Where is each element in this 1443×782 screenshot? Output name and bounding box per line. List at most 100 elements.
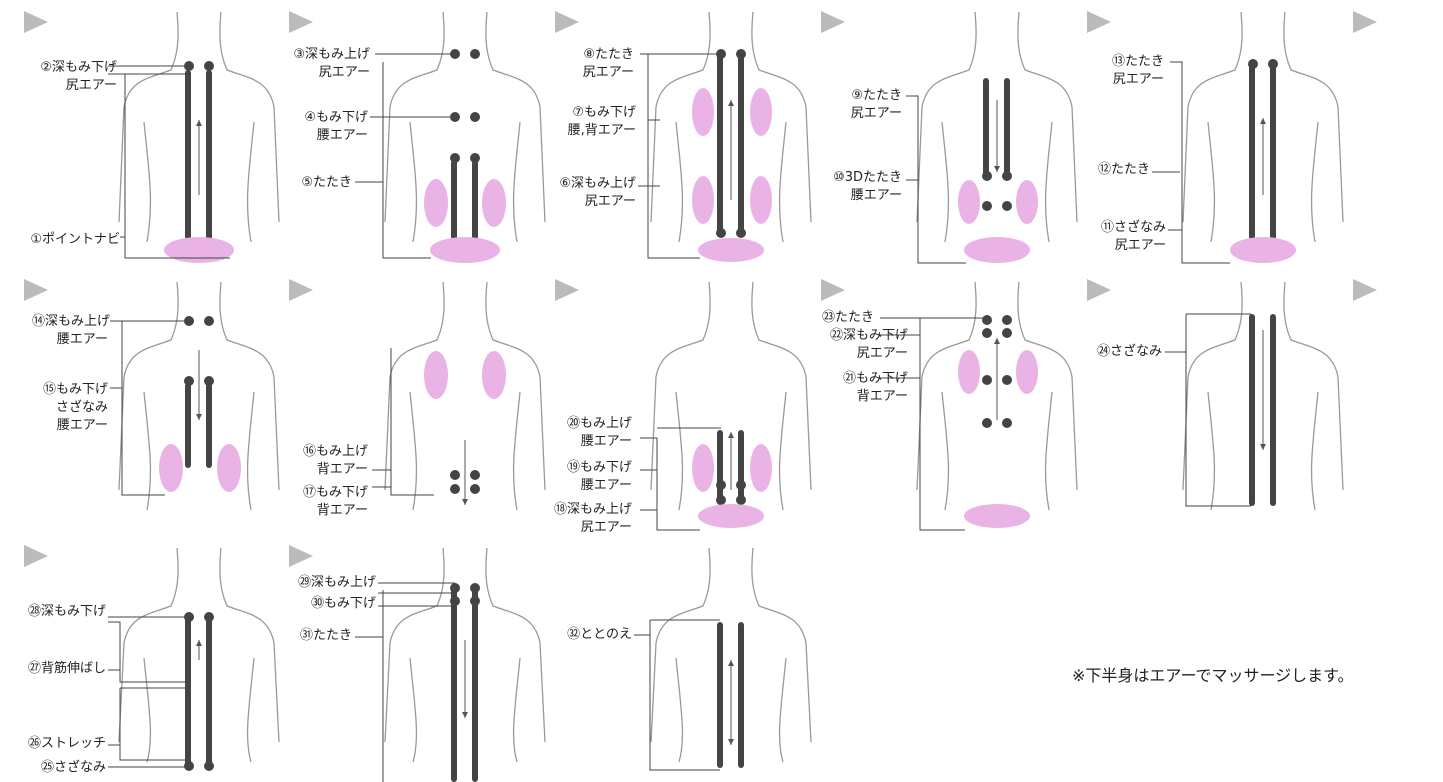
p7-dots bbox=[470, 484, 480, 494]
step-arrow-icon bbox=[1353, 279, 1377, 301]
step-arrow-icon bbox=[1353, 11, 1377, 33]
step-arrow-icon bbox=[555, 279, 579, 301]
p7-dots bbox=[450, 470, 460, 480]
p9-dots bbox=[982, 418, 992, 428]
p2-dots bbox=[470, 112, 480, 122]
p4-air bbox=[958, 180, 980, 224]
p12-right-roller bbox=[472, 588, 478, 782]
step-arrow-icon bbox=[821, 11, 845, 33]
p8-air bbox=[750, 444, 772, 492]
step-arrow-icon bbox=[1087, 11, 1111, 33]
step-arrow-icon bbox=[24, 279, 48, 301]
leader-line bbox=[108, 622, 188, 682]
step-label-p5b: 尻エアー bbox=[1086, 72, 1164, 88]
p12-dots bbox=[450, 596, 460, 606]
p9-dots bbox=[982, 315, 992, 325]
step-arrow-icon bbox=[289, 545, 313, 567]
step-arrow-icon bbox=[555, 11, 579, 33]
direction-arrow-icon bbox=[728, 739, 734, 745]
p4-dots bbox=[982, 201, 992, 211]
direction-arrow-icon bbox=[1260, 118, 1266, 124]
step-label-p12b: ㉚もみ下げ bbox=[276, 596, 376, 612]
step-label-p7d: 背エアー bbox=[290, 503, 368, 519]
p5-dots bbox=[1268, 59, 1278, 69]
lower-body-note: ※下半身はエアーでマッサージします。 bbox=[1072, 662, 1354, 686]
p8-air bbox=[692, 444, 714, 492]
p12-dots bbox=[450, 583, 460, 593]
p3-air bbox=[692, 88, 714, 136]
step-label-p8c: ⑲もみ下げ bbox=[538, 460, 632, 476]
step-label-p2e: ⑤たたき bbox=[280, 175, 352, 191]
p3-air-hip bbox=[698, 238, 764, 262]
leader-line bbox=[355, 182, 431, 258]
leader-line bbox=[1186, 314, 1251, 506]
p4-dots bbox=[982, 171, 992, 181]
p3-dots bbox=[716, 228, 726, 238]
step-label-p4b: 尻エアー bbox=[828, 106, 902, 122]
p6-left-roller bbox=[185, 383, 191, 468]
step-label-p3e: ⑥深もみ上げ bbox=[536, 176, 636, 192]
p3-air bbox=[692, 176, 714, 224]
step-label-p9b: ㉒深もみ下げ bbox=[812, 328, 908, 344]
p2-air-hip bbox=[430, 237, 500, 263]
p3-dots bbox=[736, 49, 746, 59]
step-label-p3a: ⑧たたき bbox=[544, 47, 634, 63]
p10-left-roller bbox=[1249, 314, 1255, 506]
direction-arrow-icon bbox=[994, 338, 1000, 344]
step-label-p11a: ㉘深もみ下げ bbox=[10, 604, 106, 620]
p9-air bbox=[958, 350, 980, 394]
p7-air bbox=[424, 351, 448, 399]
p9-dots bbox=[1002, 375, 1012, 385]
leader-line bbox=[648, 54, 700, 258]
p9-dots bbox=[982, 328, 992, 338]
p7-dots bbox=[450, 484, 460, 494]
step-label-p10a: ㉔さざなみ bbox=[1076, 344, 1162, 360]
p11-right-roller bbox=[206, 617, 212, 768]
p4-dots bbox=[1002, 201, 1012, 211]
step-label-p2a: ③深もみ上げ bbox=[270, 47, 370, 63]
step-label-p2d: 腰エアー bbox=[296, 128, 368, 144]
step-label-p3d: 腰,背エアー bbox=[556, 123, 636, 139]
p9-dots bbox=[1002, 315, 1012, 325]
step-arrow-icon bbox=[821, 279, 845, 301]
step-label-p7c: ⑰もみ下げ bbox=[272, 485, 368, 501]
direction-arrow-icon bbox=[1260, 444, 1266, 450]
p3-left-roller bbox=[717, 52, 723, 236]
step-label-p8f: 尻エアー bbox=[556, 520, 632, 536]
p2-left-roller bbox=[451, 160, 457, 240]
p8-dots bbox=[716, 495, 726, 505]
p4-right-roller bbox=[1004, 78, 1010, 175]
direction-arrow-icon bbox=[462, 499, 468, 505]
p3-right-roller bbox=[738, 52, 744, 236]
p1-right-roller bbox=[206, 70, 212, 240]
p12-dots bbox=[470, 583, 480, 593]
p5-right-roller bbox=[1270, 62, 1276, 240]
step-label-p13a: ㉜ととのえ bbox=[540, 627, 632, 643]
body-line bbox=[385, 12, 545, 242]
leader-line bbox=[1170, 62, 1230, 263]
p12-left-roller bbox=[451, 588, 457, 782]
step-label-p11b: ㉗背筋伸ばし bbox=[10, 661, 106, 677]
p8-dots bbox=[736, 495, 746, 505]
p6-right-roller bbox=[206, 383, 212, 468]
step-label-p7a: ⑯もみ上げ bbox=[272, 444, 368, 460]
p8-dots bbox=[716, 480, 726, 490]
leader-line bbox=[120, 688, 188, 760]
leader-line bbox=[640, 438, 700, 530]
step-arrow-icon bbox=[1087, 279, 1111, 301]
step-label-p3f: 尻エアー bbox=[562, 194, 636, 210]
step-arrow-icon bbox=[24, 545, 48, 567]
step-label-p9a: ㉓たたき bbox=[812, 310, 874, 326]
p8-air-hip bbox=[698, 504, 764, 528]
p8-left-roller bbox=[717, 430, 723, 505]
leader-line bbox=[110, 321, 165, 495]
p1-left-roller bbox=[185, 70, 191, 240]
step-label-p12a: ㉙深もみ上げ bbox=[276, 575, 376, 591]
step-label-p12c: ㉛たたき bbox=[276, 628, 352, 644]
p9-dots bbox=[1002, 328, 1012, 338]
step-label-p5d: ⑪さざなみ bbox=[1072, 220, 1166, 236]
step-label-p8b: 腰エアー bbox=[556, 434, 632, 450]
direction-arrow-icon bbox=[196, 120, 202, 126]
p4-left-roller bbox=[983, 78, 989, 175]
p6-air bbox=[159, 444, 183, 492]
